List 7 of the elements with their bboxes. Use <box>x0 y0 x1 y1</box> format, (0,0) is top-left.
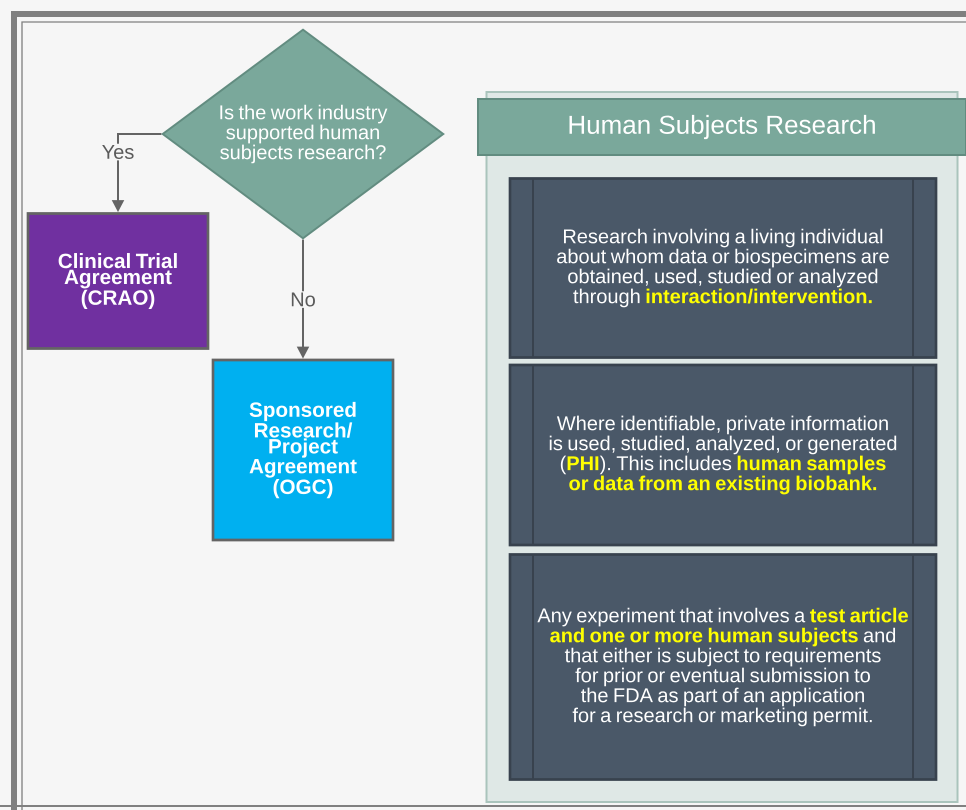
text-box: Research involving a living individual about whom data or biospecimens are obtained, used, studied or analyzed through interaction/intervention. <box>508 177 938 359</box>
text-box: Where identifiable, private information is used, studied, analyzed, or generated (PHI). This includes human samples or data from an existing biobank. <box>508 364 938 546</box>
edge-label: No <box>288 291 318 308</box>
process-box: Clinical Trial Agreement (CRAO) <box>26 212 210 350</box>
text-box: Any experiment that involves a test article and one or more human subjects and that either is subject to requirements for prior or eventual submission to the FDA as part of an application for a research or marketing permit. <box>508 553 938 781</box>
process-box: Sponsored Research/ Project Agreement (OGC) <box>212 358 394 542</box>
edge-label: Yes <box>100 144 136 160</box>
